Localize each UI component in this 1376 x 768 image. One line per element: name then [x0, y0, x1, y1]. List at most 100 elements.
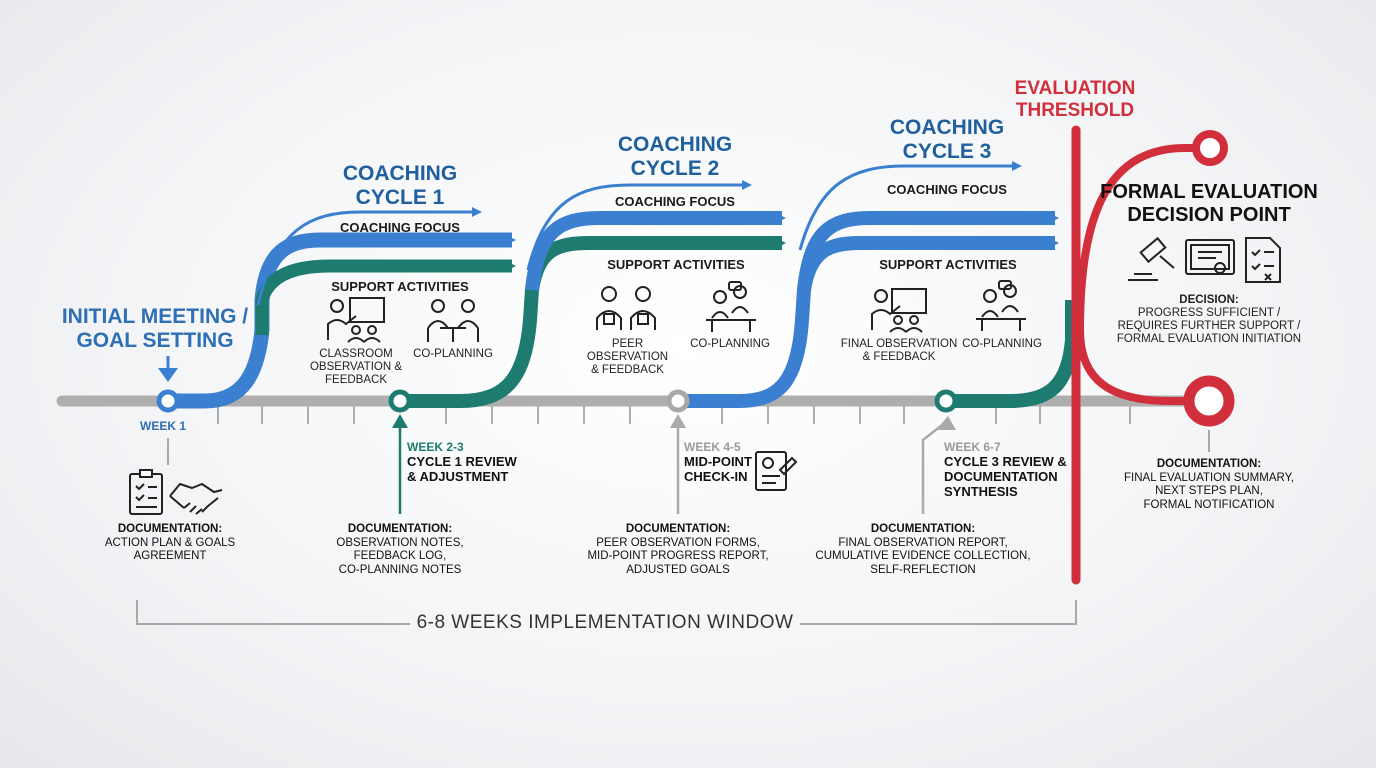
week2-block: WEEK 2-3 CYCLE 1 REVIEW & ADJUSTMENT: [407, 440, 547, 484]
eval-line2: THRESHOLD: [1015, 100, 1135, 121]
decision-branch-bottom: [1076, 329, 1190, 405]
week4-label: WEEK 4-5: [684, 440, 741, 454]
window-bracket: [136, 600, 1077, 625]
timeline-ticks: [217, 406, 1131, 424]
path-segment-cycle1-teal: [255, 259, 516, 335]
path-segment-cycle2-arc: [526, 180, 752, 271]
cycle3-activity2: CO-PLANNING: [962, 338, 1042, 350]
cycle1-focus: COACHING FOCUS: [340, 220, 460, 235]
decision-title2: DECISION POINT: [1127, 204, 1291, 226]
doc5-label: DOCUMENTATION:: [1156, 458, 1262, 470]
cycle1-support: SUPPORT ACTIVITIES: [331, 279, 469, 294]
cycle1-line2: CYCLE 1: [355, 186, 445, 209]
initial-line1: INITIAL MEETING /: [61, 305, 249, 328]
decision-node-bottom: [1183, 375, 1235, 427]
cycle3-focus: COACHING FOCUS: [887, 182, 1007, 197]
cycle1-act1-l2: OBSERVATION &: [309, 361, 403, 373]
week6-label: WEEK 6-7: [944, 440, 1001, 454]
cycle2-focus: COACHING FOCUS: [615, 194, 735, 209]
doc4-label: DOCUMENTATION:: [870, 523, 976, 535]
doc2-line1: OBSERVATION NOTES,: [336, 536, 464, 549]
path-segment-week4: [678, 236, 1059, 408]
cycle2-act1-l1: PEER OBSERVATION: [586, 338, 669, 363]
final-observation-icon: [871, 288, 927, 333]
path-segment-cycle3-arc: [798, 161, 1022, 251]
week1-label: WEEK 1: [140, 419, 187, 433]
doc3-line2: MID-POINT PROGRESS REPORT,: [587, 550, 769, 562]
cycle1-activity1: CLASSROOM OBSERVATION & FEEDBACK: [300, 348, 412, 387]
decision-text: DECISION: PROGRESS SUFFICIENT / REQUIRES…: [1100, 294, 1318, 346]
initial-arrow: [158, 368, 178, 382]
initial-line2: GOAL SETTING: [76, 329, 234, 352]
cycle2-support: SUPPORT ACTIVITIES: [607, 257, 745, 272]
cycle3-support: SUPPORT ACTIVITIES: [879, 257, 1017, 272]
doc3-line3: ADJUSTED GOALS: [626, 563, 730, 576]
peer-observation-icon: [596, 286, 656, 330]
doc-week2: DOCUMENTATION: OBSERVATION NOTES, FEEDBA…: [325, 523, 475, 577]
node-week4: [666, 389, 690, 413]
decision-line2: REQUIRES FURTHER SUPPORT /: [1117, 320, 1301, 332]
decision-branch-top: [1076, 144, 1198, 331]
week6-title2: DOCUMENTATION: [944, 469, 1058, 484]
cycle1-act1-l3: FEEDBACK: [325, 374, 387, 386]
progress-report-icon: [755, 451, 798, 491]
certificate-icon: [1185, 239, 1235, 275]
doc3-label: DOCUMENTATION:: [625, 523, 731, 535]
cycle3-line1: COACHING: [889, 116, 1005, 139]
path-segment-cycle1-arc: [256, 207, 482, 306]
path-segment-cycle2-blue: [525, 211, 786, 291]
cycle2-activity1: PEER OBSERVATION & FEEDBACK: [570, 338, 685, 377]
week2-title2: & ADJUSTMENT: [407, 469, 509, 484]
cycle2-title: COACHING CYCLE 2: [605, 133, 745, 181]
doc-week4: DOCUMENTATION: PEER OBSERVATION FORMS, M…: [578, 523, 778, 577]
gavel-icon: [1128, 236, 1175, 281]
cycle2-activity2: CO-PLANNING: [690, 338, 770, 350]
doc-week6: DOCUMENTATION: FINAL OBSERVATION REPORT,…: [812, 523, 1034, 577]
co-planning-icon: [427, 299, 479, 342]
co-planning-icon-2: [706, 281, 756, 332]
node-week2: [388, 389, 412, 413]
doc3-line1: PEER OBSERVATION FORMS,: [596, 536, 760, 549]
decision-line1: PROGRESS SUFFICIENT /: [1137, 307, 1281, 319]
cycle3-line2: CYCLE 3: [902, 140, 992, 163]
doc2-line2: FEEDBACK LOG,: [353, 550, 447, 562]
week2-label: WEEK 2-3: [407, 440, 464, 454]
doc-decision: DOCUMENTATION: FINAL EVALUATION SUMMARY,…: [1110, 458, 1308, 512]
initial-meeting-title: INITIAL MEETING / GOAL SETTING: [55, 305, 255, 353]
path-segment-week6: [946, 300, 1079, 408]
week4-block: WEEK 4-5 MID-POINT CHECK-IN: [684, 440, 764, 484]
decision-label: DECISION:: [1179, 294, 1239, 306]
week6-title3: SYNTHESIS: [944, 484, 1018, 499]
doc4-line3: SELF-REFLECTION: [870, 563, 976, 576]
cycle2-act1-l2: & FEEDBACK: [591, 364, 664, 376]
doc5-line1: FINAL EVALUATION SUMMARY,: [1124, 471, 1294, 484]
handshake-icon: [169, 483, 223, 515]
doc2-label: DOCUMENTATION:: [347, 523, 453, 535]
week4-title2: CHECK-IN: [684, 469, 748, 484]
decision-title1: FORMAL EVALUATION: [1100, 181, 1318, 203]
checklist-icon: [1245, 237, 1281, 283]
week6-block: WEEK 6-7 CYCLE 3 REVIEW & DOCUMENTATION …: [944, 440, 1084, 499]
doc1-line2: AGREEMENT: [133, 550, 207, 562]
week6-title1: CYCLE 3 REVIEW &: [944, 454, 1067, 469]
doc5-line2: NEXT STEPS PLAN,: [1155, 485, 1263, 497]
week4-arrow: [670, 414, 686, 428]
node-week6: [934, 389, 958, 413]
week6-arrow: [936, 416, 956, 430]
cycle1-title: COACHING CYCLE 1: [330, 162, 470, 210]
decision-title: FORMAL EVALUATION DECISION POINT: [1100, 181, 1318, 227]
cycle3-act1-l2: & FEEDBACK: [862, 351, 936, 363]
decision-line3: FORMAL EVALUATION INITIATION: [1116, 333, 1302, 345]
eval-threshold-label: EVALUATION THRESHOLD: [1010, 78, 1140, 122]
week2-arrow: [392, 414, 408, 428]
decision-node-top: [1192, 130, 1228, 166]
cycle3-title: COACHING CYCLE 3: [877, 116, 1017, 164]
week4-title1: MID-POINT: [684, 454, 752, 469]
path-segment-week2: [400, 236, 786, 408]
doc-week1: DOCUMENTATION: ACTION PLAN & GOALS AGREE…: [95, 523, 245, 564]
doc4-line1: FINAL OBSERVATION REPORT,: [838, 536, 1008, 549]
cycle2-line1: COACHING: [617, 133, 733, 156]
week2-title1: CYCLE 1 REVIEW: [407, 454, 517, 469]
classroom-observation-icon: [327, 297, 385, 343]
